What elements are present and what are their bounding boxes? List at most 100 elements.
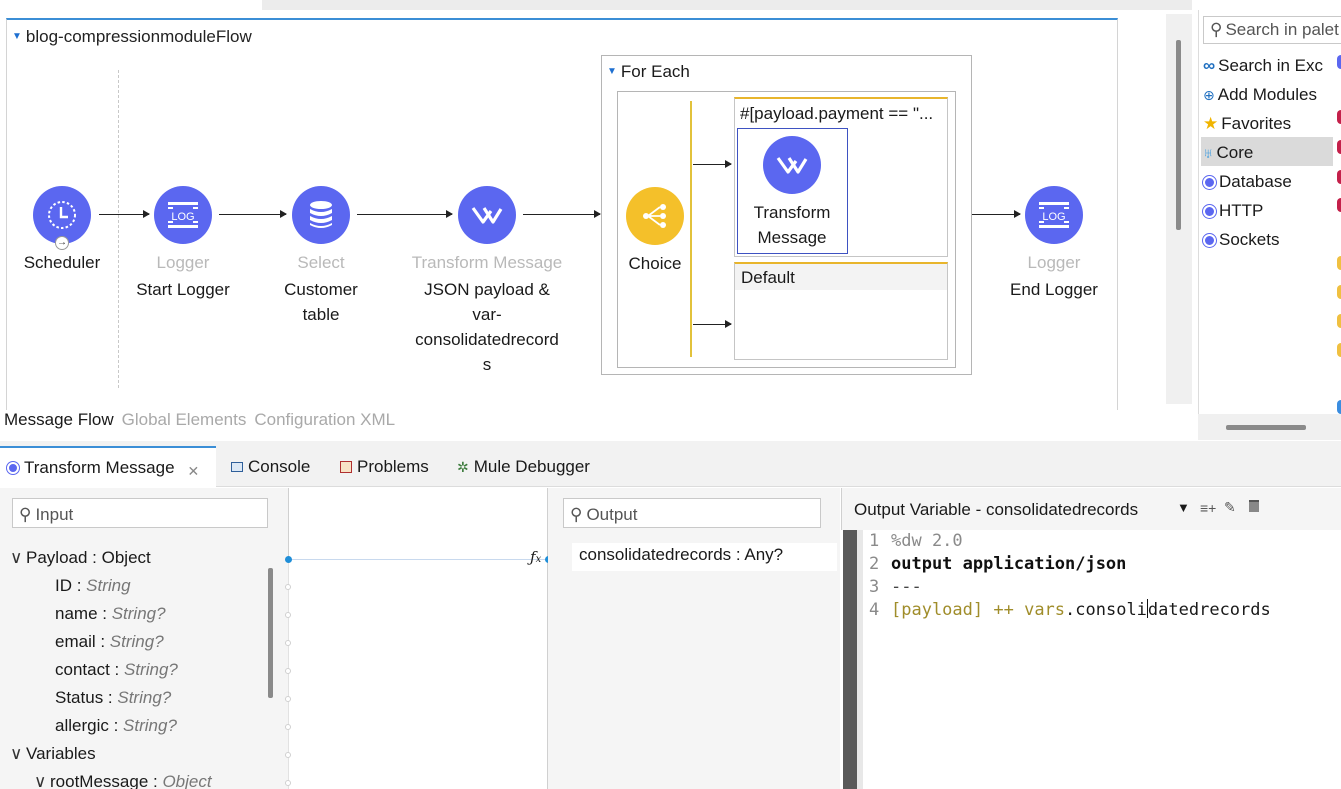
svg-text:LOG: LOG bbox=[171, 211, 194, 223]
problems-icon bbox=[340, 461, 352, 473]
tab-configuration-xml[interactable]: Configuration XML bbox=[254, 410, 395, 429]
palette-item-exchange[interactable]: ∞Search in Exc bbox=[1201, 50, 1333, 79]
add-circle-icon: ⊕ bbox=[1203, 87, 1215, 104]
search-icon: ⚲ bbox=[19, 505, 31, 525]
mapping-source-dot[interactable] bbox=[285, 556, 292, 563]
input-scrollbar[interactable] bbox=[268, 568, 273, 698]
palette-search-input[interactable]: ⚲Search in palet bbox=[1203, 16, 1341, 44]
output-panel bbox=[548, 488, 840, 789]
operation-icon bbox=[1337, 400, 1341, 414]
output-search-field[interactable]: ⚲Output bbox=[563, 498, 821, 528]
output-item[interactable]: consolidatedrecords : Any? bbox=[572, 543, 837, 571]
chevron-down-icon[interactable]: ∨ bbox=[34, 768, 50, 789]
end-logger-node[interactable]: LOG bbox=[1025, 186, 1083, 244]
code-line-2[interactable]: 2output application/json bbox=[869, 553, 1126, 576]
route-line bbox=[690, 101, 692, 357]
transform-name-line4: s bbox=[400, 352, 574, 377]
module-icon bbox=[1203, 234, 1216, 247]
tab-problems[interactable]: Problems bbox=[340, 448, 429, 486]
select-name-line2: table bbox=[261, 302, 381, 327]
code-line-3[interactable]: 3--- bbox=[869, 576, 922, 599]
collapse-triangle-icon[interactable]: ▼ bbox=[12, 31, 22, 42]
tree-variables[interactable]: ∨Variables bbox=[10, 740, 96, 768]
chevron-down-icon[interactable]: ∨ bbox=[10, 544, 26, 572]
function-icon[interactable]: ƒx bbox=[530, 548, 541, 566]
edit-pencil-icon[interactable]: ✎ bbox=[1224, 499, 1236, 516]
tree-field[interactable]: email : String? bbox=[55, 628, 164, 656]
palette-item-core[interactable]: ♅Core bbox=[1201, 137, 1333, 166]
mapping-connector bbox=[285, 780, 291, 786]
palette-item-add-modules[interactable]: ⊕Add Modules bbox=[1201, 79, 1333, 108]
for-each-title[interactable]: ▼For Each bbox=[607, 62, 690, 82]
end-logger-type: Logger bbox=[1004, 250, 1104, 275]
tree-field[interactable]: name : String? bbox=[55, 600, 166, 628]
tab-transform-message[interactable]: Transform Message ✕ bbox=[0, 446, 216, 488]
palette-item-http[interactable]: HTTP bbox=[1201, 195, 1333, 224]
mapping-area bbox=[288, 488, 548, 789]
search-icon: ⚲ bbox=[570, 505, 582, 525]
transform-name-line1: JSON payload & bbox=[400, 277, 574, 302]
module-icon bbox=[1203, 205, 1216, 218]
code-line-1[interactable]: 1%dw 2.0 bbox=[869, 530, 963, 553]
close-icon[interactable]: ✕ bbox=[188, 463, 200, 480]
select-node[interactable] bbox=[292, 186, 350, 244]
start-logger-name: Start Logger bbox=[125, 277, 241, 302]
inner-transform-node[interactable] bbox=[763, 136, 821, 194]
route-arrow bbox=[693, 324, 731, 325]
start-logger-node[interactable]: LOG bbox=[154, 186, 212, 244]
input-search-field[interactable]: ⚲Input bbox=[12, 498, 268, 528]
mapping-connector bbox=[285, 724, 291, 730]
inner-transform-line1: Transform bbox=[737, 200, 847, 225]
palette-item-database[interactable]: Database bbox=[1201, 166, 1333, 195]
database-icon bbox=[308, 200, 334, 230]
bug-icon: ✲ bbox=[457, 459, 469, 476]
tree-field[interactable]: allergic : String? bbox=[55, 712, 177, 740]
view-tabs: Message Flow Global Elements Configuration… bbox=[4, 410, 403, 430]
list-add-icon[interactable]: ≡+ bbox=[1200, 500, 1216, 516]
delete-trash-icon[interactable] bbox=[1249, 500, 1259, 512]
dataweave-icon bbox=[776, 154, 808, 176]
top-strip bbox=[0, 0, 1341, 14]
tab-message-flow[interactable]: Message Flow bbox=[4, 410, 114, 429]
console-icon bbox=[231, 462, 243, 472]
tab-global-elements[interactable]: Global Elements bbox=[122, 410, 247, 429]
flow-arrow bbox=[99, 214, 149, 215]
tab-mule-debugger[interactable]: ✲ Mule Debugger bbox=[457, 448, 590, 486]
output-target-title[interactable]: Output Variable - consolidatedrecords bbox=[854, 500, 1138, 520]
choice-label: Choice bbox=[610, 251, 700, 276]
editor-gutter bbox=[843, 530, 857, 789]
default-label: Default bbox=[741, 268, 795, 288]
transform-message-node[interactable] bbox=[458, 186, 516, 244]
when-expression: #[payload.payment == "... bbox=[740, 104, 946, 124]
start-logger-type: Logger bbox=[133, 250, 233, 275]
collapse-triangle-icon[interactable]: ▼ bbox=[607, 66, 617, 77]
operation-icon bbox=[1337, 314, 1341, 328]
tree-payload[interactable]: ∨Payload : Object bbox=[10, 544, 151, 572]
palette-item-favorites[interactable]: ★Favorites bbox=[1201, 108, 1333, 137]
mapping-connector bbox=[285, 584, 291, 590]
mapping-connector bbox=[285, 752, 291, 758]
chevron-down-icon[interactable]: ∨ bbox=[10, 740, 26, 768]
canvas-scrollbar-thumb[interactable] bbox=[1176, 40, 1181, 230]
module-icon bbox=[1203, 176, 1216, 189]
editor-gutter-inner bbox=[857, 530, 863, 789]
tree-field[interactable]: contact : String? bbox=[55, 656, 178, 684]
exchange-icon: ∞ bbox=[1203, 56, 1215, 76]
operation-icon bbox=[1337, 55, 1341, 69]
dropdown-caret-icon[interactable]: ▼ bbox=[1177, 500, 1190, 515]
mapping-connector bbox=[285, 612, 291, 618]
choice-branch-icon bbox=[641, 203, 669, 229]
tree-field[interactable]: ID : String bbox=[55, 572, 131, 600]
tree-field[interactable]: Status : String? bbox=[55, 684, 171, 712]
tree-root-message[interactable]: ∨rootMessage : Object bbox=[34, 768, 212, 789]
palette-item-sockets[interactable]: Sockets bbox=[1201, 224, 1333, 253]
palette-scrollbar[interactable] bbox=[1198, 414, 1341, 440]
operation-icon bbox=[1337, 140, 1341, 154]
star-icon: ★ bbox=[1203, 114, 1218, 134]
flow-arrow bbox=[972, 214, 1020, 215]
transform-type: Transform Message bbox=[400, 250, 574, 275]
tab-console[interactable]: Console bbox=[231, 448, 310, 486]
choice-node[interactable] bbox=[626, 187, 684, 245]
flow-title[interactable]: ▼blog-compressionmoduleFlow bbox=[12, 27, 252, 47]
code-line-4[interactable]: 4[payload] ++ vars.consolidatedrecords bbox=[869, 599, 1271, 622]
